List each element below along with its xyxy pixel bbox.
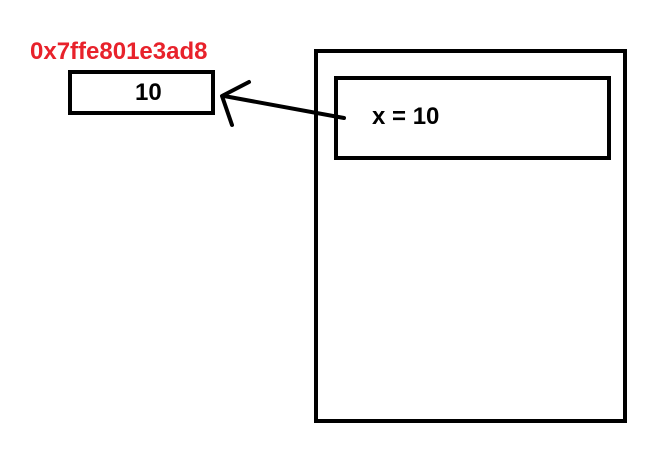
variable-expression: x = 10 — [372, 103, 440, 130]
stack-frame-box — [314, 49, 627, 423]
memory-cell-box — [68, 70, 215, 115]
arrow-head — [220, 80, 251, 127]
memory-address-label: 0x7ffe801e3ad8 — [30, 38, 208, 65]
arrow-shaft — [222, 94, 346, 120]
memory-cell-value: 10 — [135, 79, 162, 106]
